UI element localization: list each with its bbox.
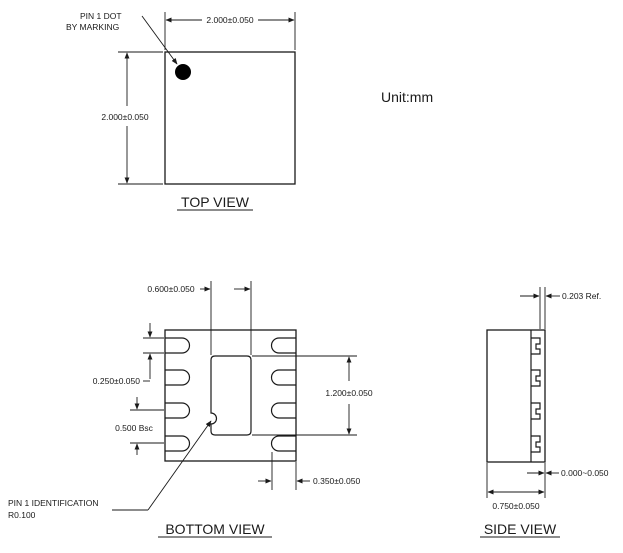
right-lead-1	[270, 337, 296, 354]
pin1-dot-note-line2: BY MARKING	[66, 22, 119, 32]
exposed-pad	[210, 355, 252, 436]
pad-height-dim-label: 1.200±0.050	[325, 388, 372, 398]
pin1-id-note-line2: R0.100	[8, 510, 36, 520]
left-lead-1	[165, 337, 191, 354]
left-lead-3	[165, 402, 191, 419]
pin1-dot	[175, 64, 191, 80]
right-lead-4	[270, 435, 296, 452]
left-lead-4	[165, 435, 191, 452]
bottom-view: 0.600±0.050 0.250±0.050 0.500 Bsc 1.200±…	[8, 281, 373, 538]
side-lead-2	[531, 369, 541, 387]
pitch-dim-label: 0.500 Bsc	[115, 423, 154, 433]
left-lead-2	[165, 369, 191, 386]
standoff-dim-label: 0.000~0.050	[561, 468, 609, 478]
side-lead-3	[531, 402, 541, 420]
bottom-view-title: BOTTOM VIEW	[165, 521, 265, 537]
unit-label: Unit:mm	[381, 89, 433, 105]
top-width-dim-label: 2.000±0.050	[206, 15, 253, 25]
top-height-dim-label: 2.000±0.050	[101, 112, 148, 122]
side-view-body	[486, 329, 546, 463]
height-dim-label: 0.750±0.050	[492, 501, 539, 511]
right-lead-3	[270, 402, 296, 419]
lead-width-dim-label: 0.250±0.050	[93, 376, 140, 386]
pin1-dot-note-line1: PIN 1 DOT	[80, 11, 122, 21]
pad-width-dim-label: 0.600±0.050	[147, 284, 194, 294]
ref-dim-label: 0.203 Ref.	[562, 291, 601, 301]
side-view: 0.203 Ref. 0.000~0.050 0.750±0.050 SIDE …	[480, 287, 609, 538]
pin1-id-leader	[147, 420, 212, 511]
top-view: 2.000±0.050 2.000±0.050 PIN 1 DOT BY MAR…	[66, 11, 296, 211]
top-view-title: TOP VIEW	[181, 194, 250, 210]
pin1-id-note-line1: PIN 1 IDENTIFICATION	[8, 498, 99, 508]
side-view-title: SIDE VIEW	[484, 521, 557, 537]
lead-length-dim-label: 0.350±0.050	[313, 476, 360, 486]
side-lead-1	[531, 337, 541, 355]
right-lead-2	[270, 369, 296, 386]
side-lead-4	[531, 435, 541, 453]
bottom-view-body	[164, 329, 297, 462]
pin1-dot-leader	[141, 15, 178, 65]
